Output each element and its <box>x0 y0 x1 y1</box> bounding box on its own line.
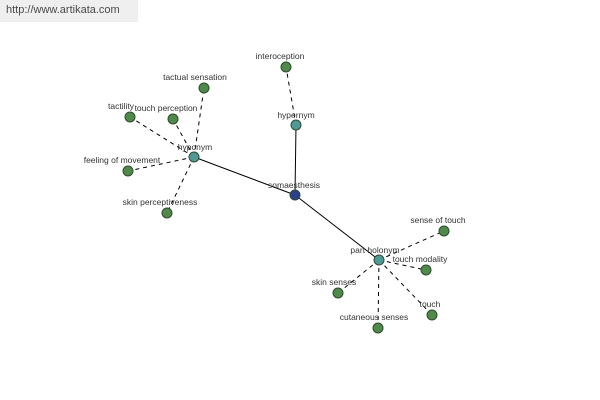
edge-tactual-sensation <box>193 87 205 158</box>
label-cutaneous-senses[interactable]: cutaneous senses <box>340 312 409 322</box>
edge-skin-senses <box>337 259 380 294</box>
node-interoception[interactable] <box>280 61 292 73</box>
label-interoception[interactable]: interoception <box>256 51 305 61</box>
label-somaesthesis[interactable]: somaesthesis <box>268 180 320 190</box>
node-part-holonym[interactable] <box>373 254 385 266</box>
label-hyponym[interactable]: hyponym <box>178 142 213 152</box>
edge-interoception <box>285 66 297 126</box>
edge-sense-of-touch <box>378 230 445 261</box>
label-skin-senses[interactable]: skin senses <box>312 277 356 287</box>
label-feeling-of-movement[interactable]: feeling of movement <box>84 155 161 165</box>
node-hypernym[interactable] <box>290 119 302 131</box>
label-skin-perceptiveness[interactable]: skin perceptiveness <box>123 197 198 207</box>
edge-skin-perceptiveness <box>166 156 195 214</box>
edges-layer <box>127 66 445 329</box>
label-touch-modality[interactable]: touch modality <box>393 254 449 264</box>
node-touch[interactable] <box>426 309 438 321</box>
node-hyponym[interactable] <box>188 151 200 163</box>
label-touch[interactable]: touch <box>420 299 441 309</box>
node-tactual-sensation[interactable] <box>198 82 210 94</box>
label-part-holonym[interactable]: part holonym <box>350 245 399 255</box>
node-touch-perception[interactable] <box>167 113 179 125</box>
edge-hyponym <box>193 156 296 196</box>
node-feeling-of-movement[interactable] <box>122 165 134 177</box>
node-tactility[interactable] <box>124 111 136 123</box>
edge-hypernym <box>294 124 297 196</box>
node-sense-of-touch[interactable] <box>438 225 450 237</box>
edge-part-holonym <box>294 194 380 261</box>
label-hypernym[interactable]: hypernym <box>277 110 314 120</box>
node-cutaneous-senses[interactable] <box>372 322 384 334</box>
watermark-url: http://www.artikata.com <box>6 4 120 16</box>
node-somaesthesis[interactable] <box>289 189 301 201</box>
node-skin-perceptiveness[interactable] <box>161 207 173 219</box>
node-touch-modality[interactable] <box>420 264 432 276</box>
label-touch-perception[interactable]: touch perception <box>135 103 198 113</box>
label-tactual-sensation[interactable]: tactual sensation <box>163 72 227 82</box>
nodes-layer <box>122 61 450 334</box>
edge-touch-modality <box>378 259 427 271</box>
watermark-banner: http://www.artikata.com <box>0 0 138 22</box>
label-tactility[interactable]: tactility <box>108 101 135 111</box>
label-sense-of-touch[interactable]: sense of touch <box>410 215 466 225</box>
edge-cutaneous-senses <box>377 259 380 329</box>
node-skin-senses[interactable] <box>332 287 344 299</box>
edge-feeling-of-movement <box>127 156 195 172</box>
